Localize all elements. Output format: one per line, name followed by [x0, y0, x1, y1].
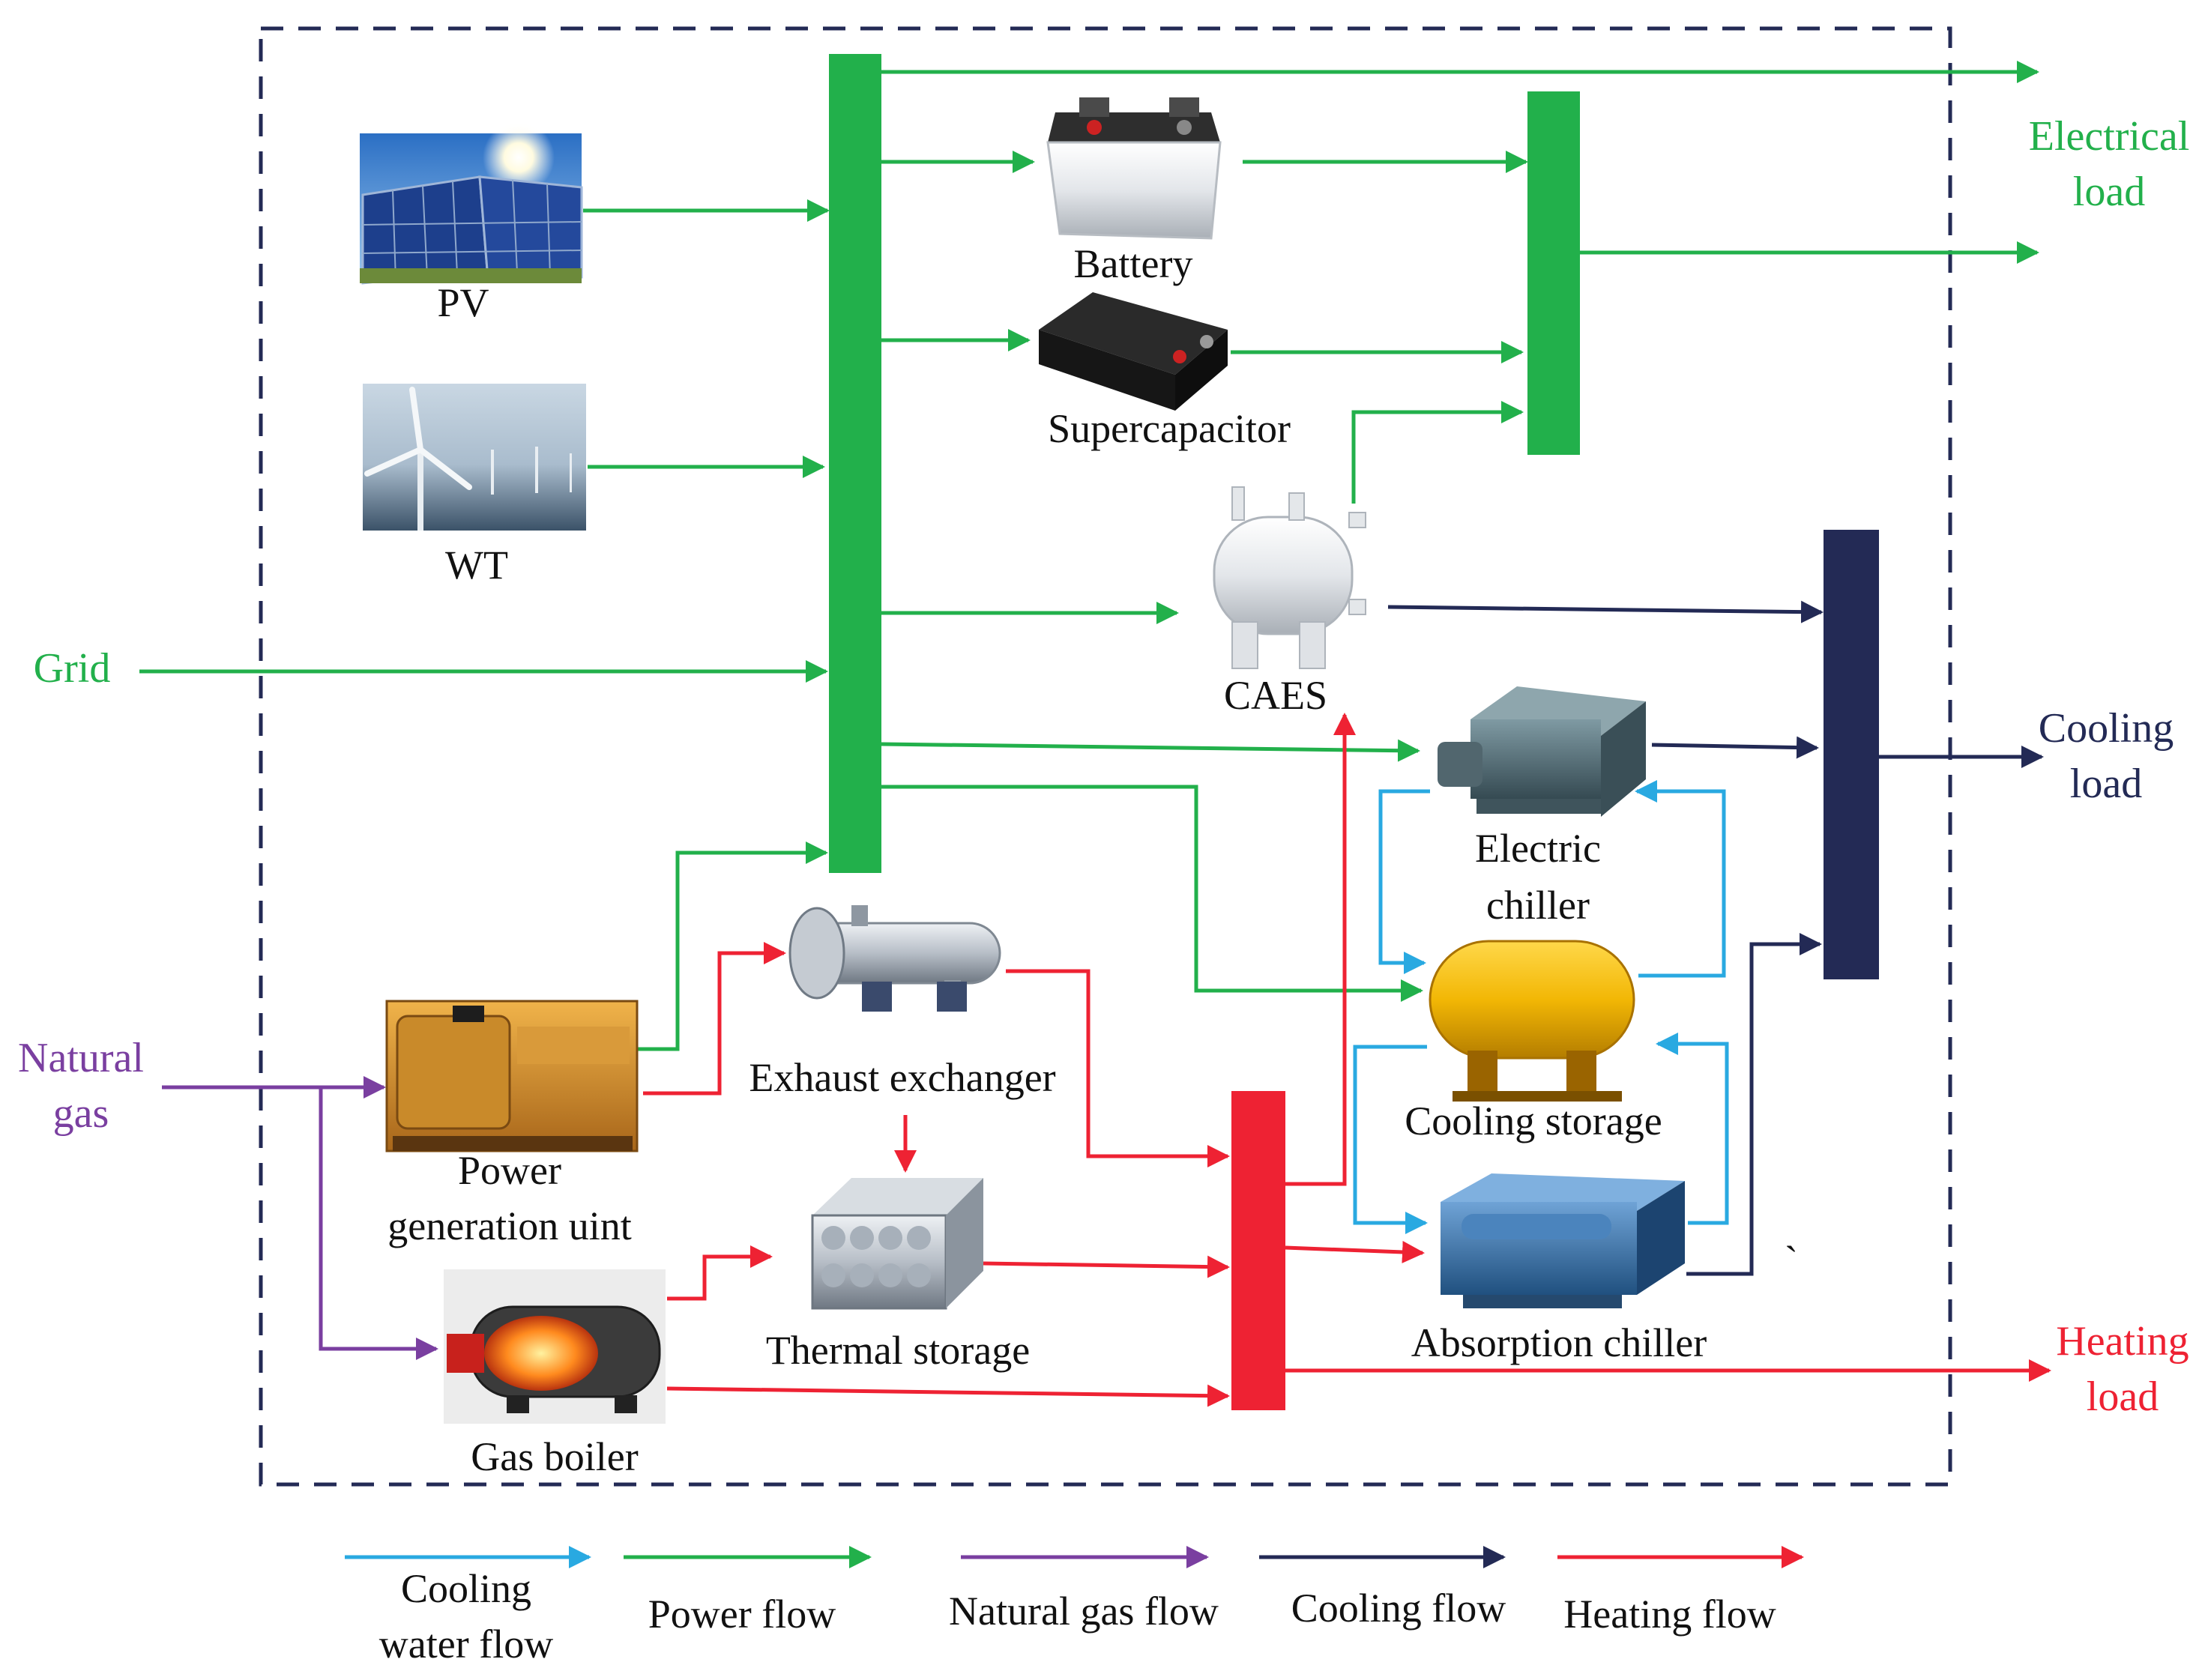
- absorption-chiller-icon: [1441, 1173, 1685, 1308]
- legend-heating-label: Heating flow: [1563, 1592, 1776, 1637]
- flow-heating-bus-to-caes: [1285, 713, 1356, 1186]
- battery-label: Battery: [1074, 241, 1193, 286]
- pgu-label-line2: generation uint: [387, 1203, 631, 1248]
- wt-label: WT: [445, 543, 508, 587]
- heating-flows: [643, 713, 2051, 1407]
- supercapacitor-label: Supercapacitor: [1048, 406, 1291, 451]
- flow-gas-to-boiler: [319, 1087, 438, 1360]
- gas-boiler-icon: [444, 1269, 666, 1424]
- electric-chiller-label-line2: chiller: [1486, 883, 1590, 928]
- flow-absorption-chiller-to-cooling-bus: [1686, 933, 1822, 1276]
- natural-gas-label-line2: gas: [53, 1090, 109, 1137]
- cooling-water-flows: [1353, 780, 1729, 1234]
- legend-cooling-label: Cooling flow: [1291, 1586, 1506, 1631]
- cooling-bus: [1824, 530, 1879, 979]
- electrical-load-label-line2: load: [2073, 169, 2145, 215]
- heating-load-label-line2: load: [2087, 1374, 2159, 1420]
- flow-gas-boiler-to-heating-bus: [666, 1384, 1230, 1407]
- wind-turbine-icon: [363, 384, 586, 531]
- cooling-storage-label: Cooling storage: [1405, 1099, 1662, 1143]
- legend-power-label: Power flow: [648, 1592, 836, 1637]
- thermal-storage-tank-icon: [811, 1178, 983, 1310]
- flow-pgu-to-bus: [637, 841, 828, 1051]
- power-generation-unit-icon: [385, 1000, 639, 1152]
- stray-mark: `: [1785, 1238, 1798, 1283]
- grid-label: Grid: [34, 645, 111, 692]
- legend: Cooling water flow Power flow Natural ga…: [345, 1546, 1804, 1667]
- exhaust-exchanger-icon: [788, 905, 1001, 1012]
- caes-label: CAES: [1224, 673, 1327, 718]
- flow-caes-to-cooling-bus: [1387, 600, 1824, 623]
- pv-panel-icon: [360, 121, 583, 285]
- cooling-load-label-line2: load: [2070, 761, 2142, 807]
- electrical-load-label-line1: Electrical: [2029, 113, 2190, 160]
- flow-absorption-chiller-to-cooling-storage: [1656, 1033, 1729, 1225]
- gas-boiler-label: Gas boiler: [471, 1434, 638, 1479]
- flow-cooling-storage-to-electric-chiller: [1635, 780, 1726, 978]
- thermal-storage-label: Thermal storage: [766, 1328, 1030, 1373]
- legend-cooling-water-label-line1: Cooling: [401, 1566, 531, 1611]
- electric-chiller-label-line1: Electric: [1475, 826, 1601, 871]
- natural-gas-flows: [162, 1076, 438, 1360]
- flow-caes-to-storage-bus: [1351, 401, 1524, 504]
- battery-icon: [1046, 97, 1222, 240]
- heating-bus: [1231, 1091, 1285, 1410]
- flow-electric-chiller-to-cooling-bus: [1651, 736, 1819, 759]
- storage-power-bus: [1527, 91, 1580, 455]
- cooling-flows: [1387, 600, 2044, 1276]
- electric-chiller-icon: [1438, 686, 1646, 817]
- external-labels: Grid Natural gas Electrical load Cooling…: [18, 113, 2189, 1420]
- flow-electric-chiller-to-cooling-storage: [1378, 789, 1430, 974]
- exhaust-exchanger-label: Exhaust exchanger: [749, 1055, 1055, 1100]
- pgu-label-line1: Power: [458, 1148, 561, 1193]
- legend-cooling-water-label-line2: water flow: [379, 1622, 553, 1667]
- caes-tank-icon: [1213, 486, 1366, 669]
- main-power-bus: [829, 54, 881, 873]
- cooling-load-label-line1: Cooling: [2039, 705, 2174, 752]
- flow-heating-bus-to-absorption-chiller: [1285, 1240, 1425, 1263]
- supercapacitor-icon: [1039, 292, 1228, 411]
- pv-label: PV: [437, 280, 489, 325]
- flow-gas-boiler-to-thermal-storage: [667, 1245, 773, 1301]
- flow-bus-to-electric-chiller: [881, 739, 1420, 762]
- power-flows: [139, 61, 2039, 1051]
- natural-gas-label-line1: Natural: [18, 1035, 144, 1081]
- heating-load-label-line1: Heating: [2056, 1318, 2189, 1365]
- component-labels: PV WT Battery Supercapacitor CAES Electr…: [387, 241, 1798, 1479]
- cooling-storage-tank-icon: [1427, 923, 1635, 1103]
- flow-exhaust-exchanger-to-heating-bus: [1006, 969, 1230, 1167]
- legend-natural-gas-label: Natural gas flow: [949, 1589, 1219, 1634]
- flow-cooling-storage-to-absorption-chiller: [1353, 1045, 1430, 1234]
- flow-bus-to-cooling-storage: [881, 785, 1423, 1002]
- absorption-chiller-label: Absorption chiller: [1411, 1320, 1707, 1365]
- flow-thermal-storage-to-heating-bus: [983, 1255, 1230, 1278]
- flow-pgu-to-exhaust-exchanger: [643, 942, 786, 1096]
